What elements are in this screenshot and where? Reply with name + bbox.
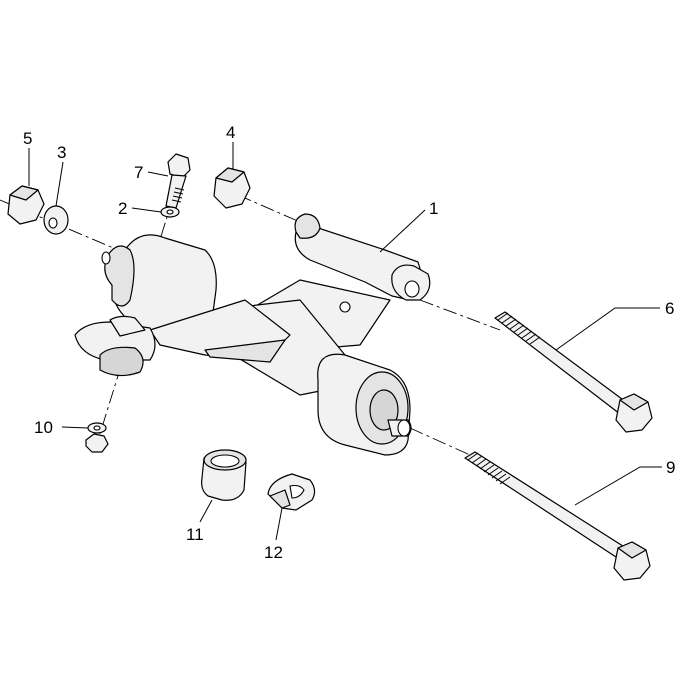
callout-1: 1 — [429, 199, 438, 218]
washer-small — [160, 206, 180, 218]
callout-6: 6 — [665, 299, 674, 318]
bolt-small — [165, 153, 191, 209]
long-bolt-lower — [464, 451, 651, 581]
callout-10: 10 — [34, 418, 53, 437]
callout-7: 7 — [134, 163, 143, 182]
nut-left — [7, 185, 45, 225]
nut-lower — [85, 422, 109, 453]
callout-2: 2 — [118, 199, 127, 218]
leader-lines — [28, 142, 662, 541]
nut-upper — [213, 167, 251, 209]
callout-3: 3 — [57, 143, 66, 162]
washer — [43, 205, 69, 235]
bushing — [201, 449, 247, 501]
callout-5: 5 — [23, 129, 32, 148]
callout-12: 12 — [264, 543, 283, 562]
clip — [267, 473, 316, 511]
callout-labels: 1 2 3 4 5 6 7 9 10 11 12 — [23, 123, 675, 562]
callout-11: 11 — [186, 525, 204, 544]
callout-9: 9 — [666, 458, 675, 477]
callout-4: 4 — [226, 123, 235, 142]
swing-arm — [74, 213, 431, 456]
long-bolt-upper — [494, 311, 653, 433]
